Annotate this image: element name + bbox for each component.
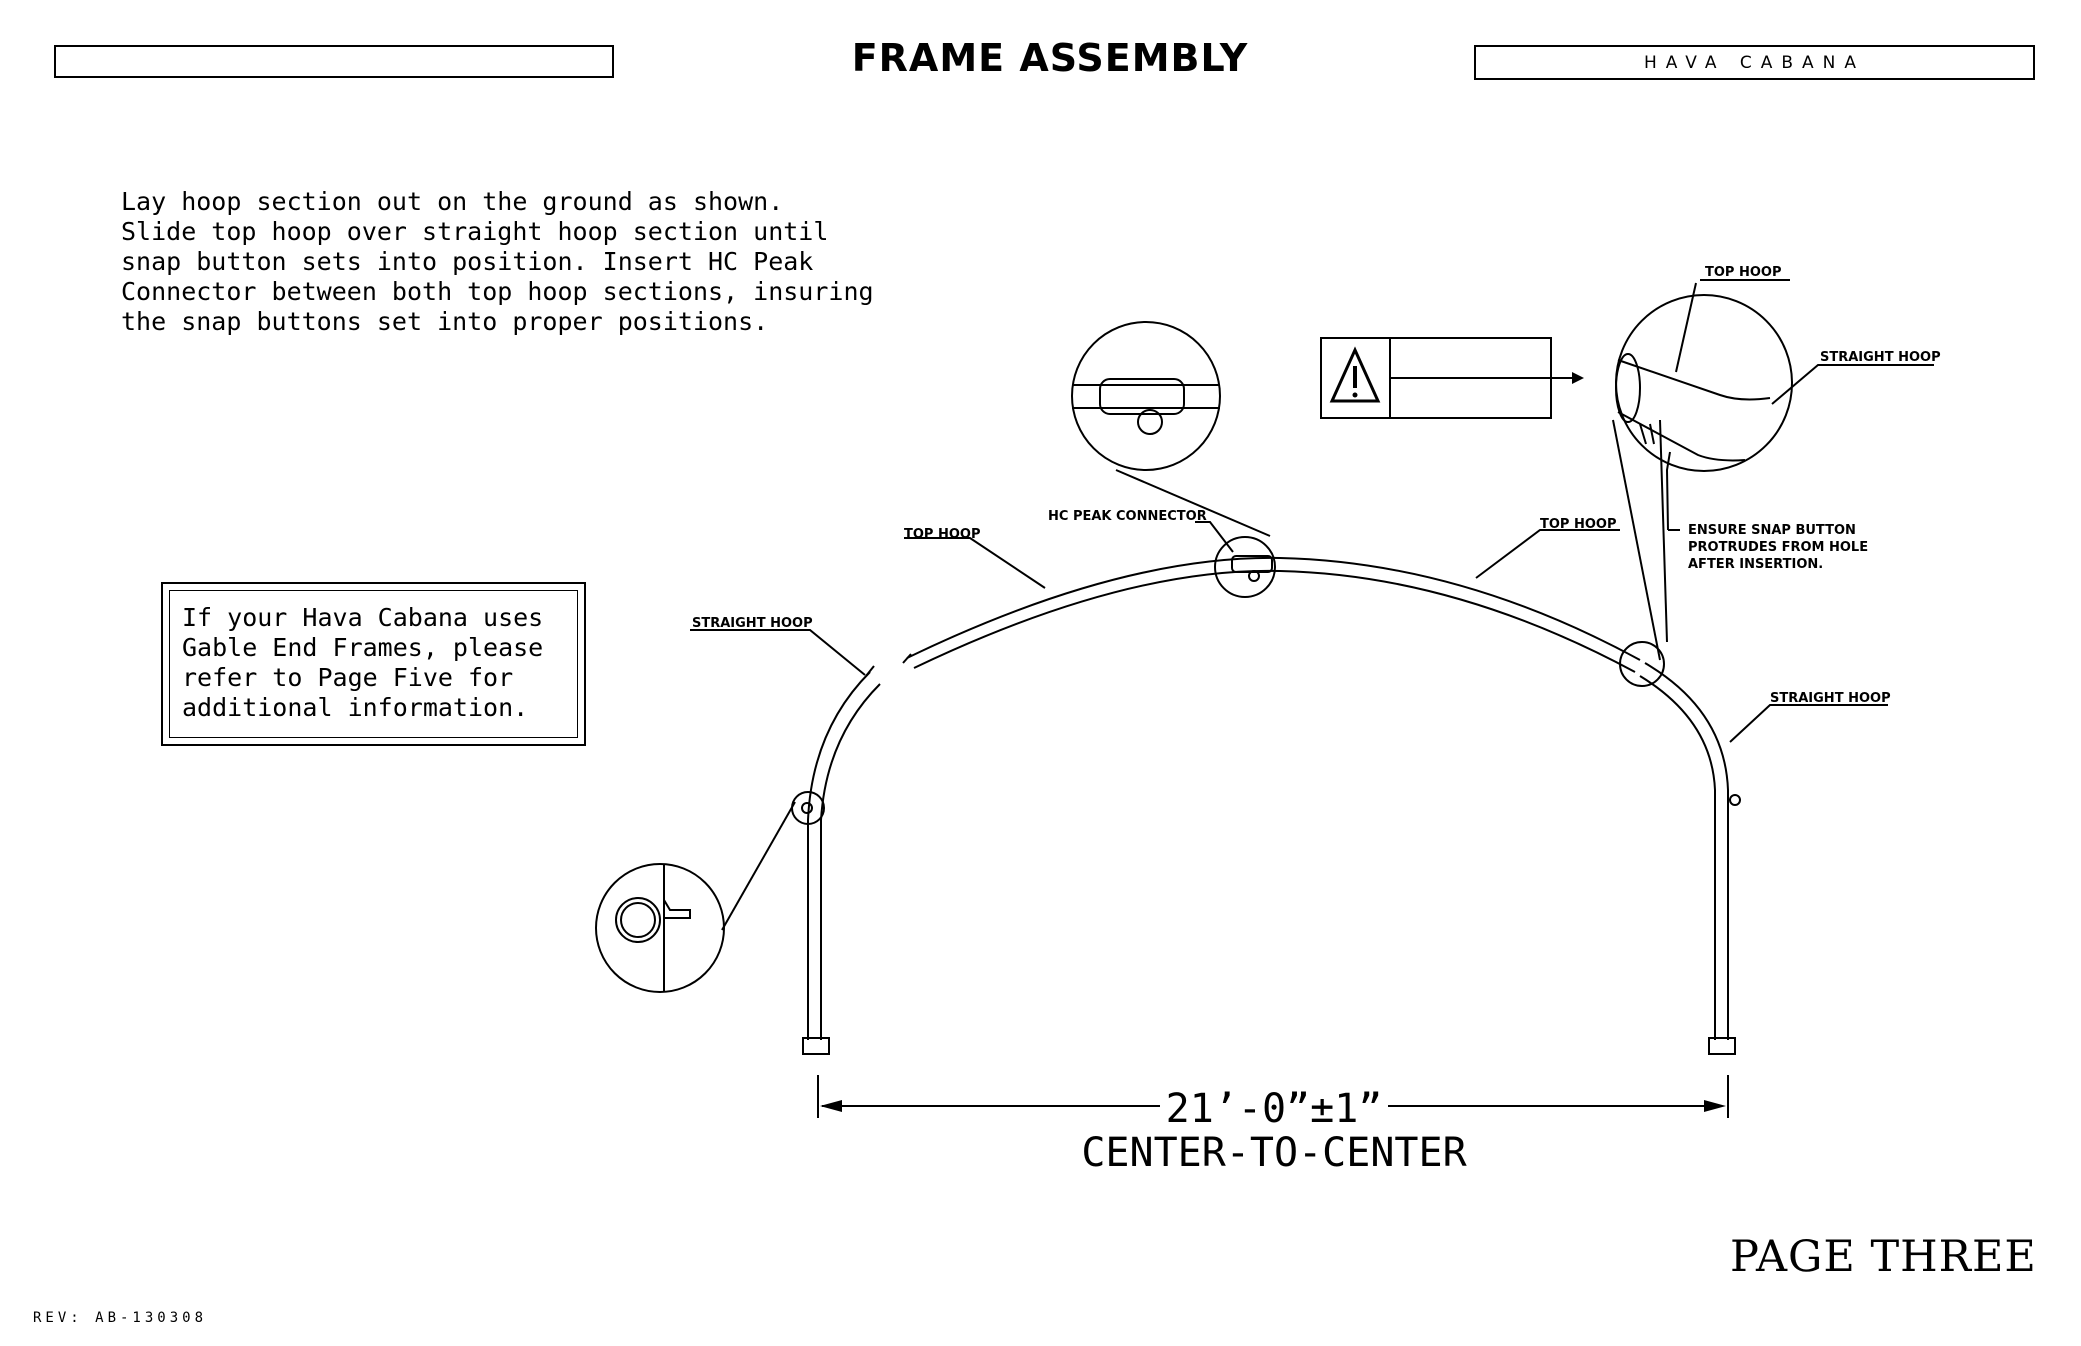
instruction-line: snap button sets into position. Insert H…: [121, 247, 814, 276]
right-elbow-outer: [1644, 662, 1729, 791]
label-hc-peak-connector: HC PEAK CONNECTOR: [1048, 509, 1207, 524]
top-arch-inner: [913, 569, 1636, 673]
left-elbow-inner: [820, 683, 881, 821]
label-top-hoop-left: TOP HOOP: [904, 527, 980, 542]
snap-note-line: ENSURE SNAP BUTTON: [1688, 523, 1856, 538]
leader-peak-connector: [1195, 521, 1234, 553]
gable-note-line: additional information.: [182, 693, 529, 722]
instruction-line: Connector between both top hoop sections…: [121, 277, 874, 306]
right-detail-circle: [1615, 294, 1793, 472]
page-title: FRAME ASSEMBLY: [851, 36, 1249, 80]
left-snap-detail-circle: [595, 863, 725, 993]
right-detail-leader-a: [1612, 419, 1661, 661]
dimension-caption: CENTER-TO-CENTER: [1081, 1130, 1467, 1176]
right-detail-leader-b: [1659, 419, 1668, 643]
detail-straight-hoop-leader: [1771, 364, 1934, 405]
label-straight-hoop-right: STRAIGHT HOOP: [1770, 691, 1891, 706]
leader-straight-hoop-right: [1729, 704, 1888, 743]
revision-code: REV: AB-130308: [33, 1310, 208, 1326]
left-elbow-outer: [807, 671, 871, 821]
gable-note-line: refer to Page Five for: [182, 663, 514, 692]
brand-box: HAVA CABANA: [1474, 45, 2035, 80]
left-foot: [802, 1037, 830, 1055]
right-joint-callout-circle: [1619, 641, 1665, 687]
instruction-line: Lay hoop section out on the ground as sh…: [121, 187, 784, 216]
top-arch-outer: [906, 556, 1641, 661]
warning-triangle-icon: [1329, 346, 1381, 403]
gable-note-line: Gable End Frames, please: [182, 633, 544, 662]
leader-top-hoop-right: [1475, 529, 1620, 579]
page-number: PAGE THREE: [1730, 1232, 2037, 1282]
gable-note-line: If your Hava Cabana uses: [182, 603, 544, 632]
snap-note-line: PROTRUDES FROM HOLE: [1688, 540, 1868, 555]
instructions: Lay hoop section out on the ground as sh…: [121, 187, 901, 337]
peak-leader: [1115, 469, 1271, 537]
left-snap-leader: [721, 801, 796, 931]
leader-top-hoop-left: [904, 537, 1046, 589]
peak-detail-circle: [1071, 321, 1221, 471]
label-straight-hoop-left: STRAIGHT HOOP: [692, 616, 813, 631]
gable-note-box: If your Hava Cabana uses Gable End Frame…: [161, 582, 586, 746]
leader-straight-hoop-left: [690, 629, 866, 676]
right-elbow-inner: [1639, 675, 1716, 791]
instruction-line: Slide top hoop over straight hoop sectio…: [121, 217, 829, 246]
right-foot: [1708, 1037, 1736, 1055]
dimension-value: 21’-0”±1”: [1166, 1086, 1383, 1132]
instruction-line: the snap buttons set into proper positio…: [121, 307, 769, 336]
label-detail-top-hoop: TOP HOOP: [1705, 265, 1781, 280]
label-detail-straight-hoop: STRAIGHT HOOP: [1820, 350, 1941, 365]
label-top-hoop-right: TOP HOOP: [1540, 517, 1616, 532]
snap-note-line: AFTER INSERTION.: [1688, 557, 1823, 572]
peak-callout-circle: [1214, 536, 1276, 598]
header-left-box: [54, 45, 614, 78]
